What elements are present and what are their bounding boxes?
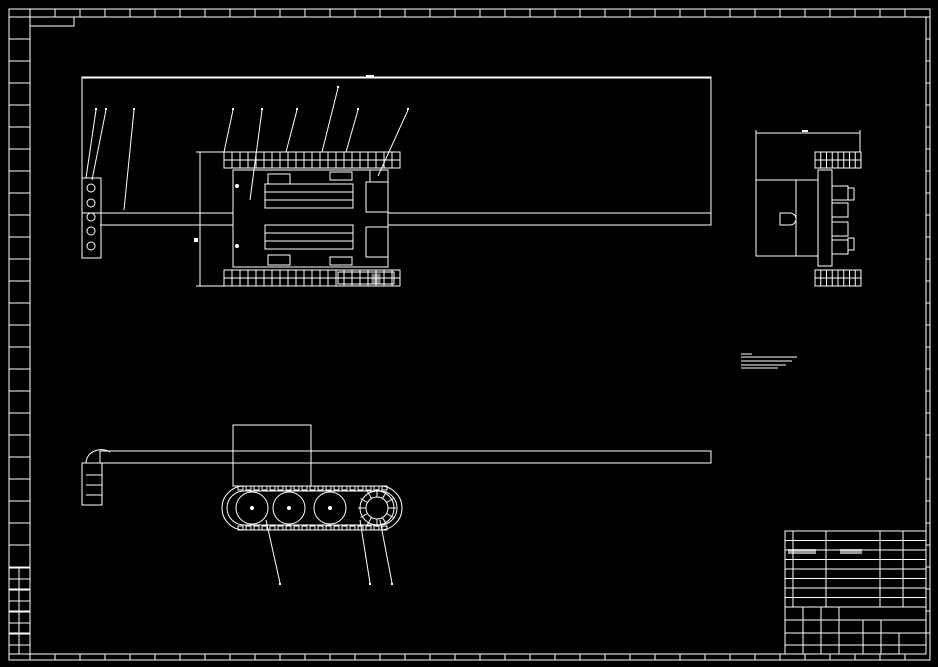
side-track-lower — [814, 269, 862, 287]
chassis-body — [232, 169, 389, 268]
front-view — [81, 424, 712, 585]
boom-front — [99, 450, 712, 464]
leader-lines-front — [265, 519, 393, 585]
road-wheel-3 — [313, 491, 347, 525]
left-margin-table — [8, 567, 31, 655]
gripper-plate — [81, 177, 102, 259]
sheet-border — [8, 8, 931, 661]
top-view — [81, 75, 712, 287]
road-wheel-1 — [235, 491, 269, 525]
leader-lines-top — [85, 86, 409, 211]
drive-sprocket — [358, 489, 396, 527]
crawler-track-lower — [223, 269, 401, 287]
boom-outline-top — [81, 76, 712, 226]
side-track-upper — [814, 151, 862, 169]
side-view — [755, 130, 862, 287]
border-tick-marks — [9, 9, 930, 660]
technical-notes — [741, 353, 797, 369]
road-wheel-2 — [272, 491, 306, 525]
crawler-track-upper — [223, 151, 401, 169]
title-block — [784, 530, 927, 655]
gripper-holes — [86, 183, 96, 251]
track-links — [237, 485, 388, 531]
